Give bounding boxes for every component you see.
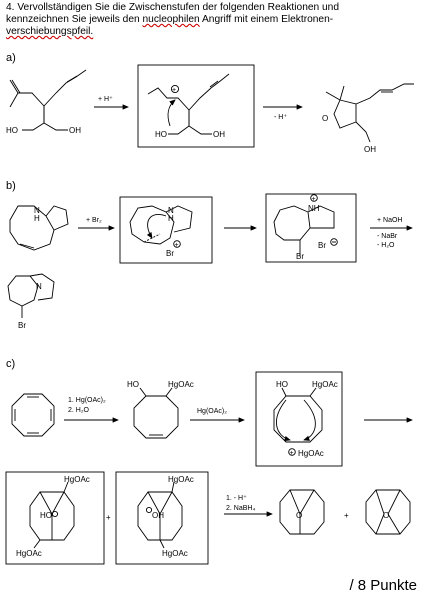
svg-text:O: O [322, 114, 328, 123]
svg-text:HgOAc: HgOAc [168, 380, 194, 389]
intro-line-3: verschiebungspfeil. [6, 26, 94, 37]
c-intermediate-mercurinium: HO HgOAc + HgOAc [273, 380, 338, 458]
b-intermediate-box-2 [265, 193, 357, 263]
svg-text:HgOAc: HgOAc [298, 449, 324, 458]
b-reagent-br2: + Br₂ [86, 217, 102, 224]
svg-text:Br: Br [18, 321, 26, 330]
svg-text:N: N [36, 282, 42, 291]
section-b-label: b) [6, 180, 16, 192]
svg-text:HO: HO [6, 126, 18, 135]
section-c-label: c) [6, 358, 16, 370]
svg-text:+: + [312, 196, 316, 203]
c-product-2: O [365, 489, 411, 535]
a-nucleophilic-arrow [167, 99, 176, 127]
svg-text:OH: OH [213, 130, 225, 139]
svg-text:+: + [290, 450, 294, 457]
task-intro: 4. Vervollständigen Sie die Zwischenstuf… [6, 2, 340, 37]
svg-text:HgOAc: HgOAc [312, 380, 338, 389]
c-intermediate-alcohol: HO HgOAc [127, 380, 194, 439]
a-product: O OH [322, 83, 414, 154]
c-nucleophilic-arrow-1 [276, 399, 291, 442]
svg-text:NH: NH [308, 204, 320, 213]
svg-text:O: O [383, 511, 389, 520]
svg-text:1. Hg(OAc)₂: 1. Hg(OAc)₂ [68, 397, 106, 404]
svg-text:Br: Br [296, 252, 304, 261]
svg-text:Br: Br [318, 241, 326, 250]
svg-text:2. H₂O: 2. H₂O [68, 407, 90, 414]
svg-text:HO: HO [276, 380, 288, 389]
svg-text:H: H [34, 214, 40, 223]
svg-text:OH: OH [364, 145, 376, 154]
svg-text:Hg(OAc)₂: Hg(OAc)₂ [197, 408, 227, 415]
svg-text:+: + [175, 242, 179, 249]
svg-text:O: O [296, 511, 302, 520]
c-intermediate-box-2 [5, 471, 105, 565]
c-plus-1: + [106, 513, 111, 522]
svg-text:HgOAc: HgOAc [168, 475, 194, 484]
intro-line-1: 4. Vervollständigen Sie die Zwischenstuf… [6, 2, 340, 13]
svg-text:Br: Br [166, 249, 174, 258]
score-text: / 8 Punkte [349, 577, 417, 594]
svg-text:HO: HO [155, 130, 167, 139]
b-product: N Br [7, 273, 55, 330]
svg-text:N: N [168, 206, 174, 215]
c-oxonium-2: HgOAc HgOAc OH [137, 475, 194, 558]
svg-text:1. - H⁺: 1. - H⁺ [226, 495, 247, 502]
b-intermediate-2: + NH Br Br [273, 194, 338, 261]
b-nucleophilic-arrow [146, 214, 167, 239]
section-a-label: a) [6, 52, 16, 64]
a-intermediate-box [137, 64, 255, 148]
b-reactant: N H [9, 205, 69, 251]
a-reactant: HO OH [6, 69, 87, 135]
svg-text:N: N [34, 206, 40, 215]
svg-text:HgOAc: HgOAc [162, 549, 188, 558]
svg-text:OH: OH [69, 126, 81, 135]
svg-text:HO: HO [127, 380, 139, 389]
c-nucleophilic-arrow-2 [303, 399, 316, 441]
svg-text:HgOAc: HgOAc [16, 549, 42, 558]
svg-text:2. NaBH₄: 2. NaBH₄ [226, 505, 255, 512]
a-intermediate: + HO OH [147, 73, 230, 139]
svg-text:HO: HO [40, 511, 52, 520]
a-reagent-h: + H⁺ [98, 96, 113, 103]
svg-text:- NaBr: - NaBr [377, 233, 398, 240]
c-cyclooctatetraene [11, 393, 55, 437]
svg-text:HgOAc: HgOAc [64, 475, 90, 484]
c-intermediate-box-3 [115, 471, 209, 565]
svg-text:OH: OH [152, 511, 164, 520]
c-intermediate-box-1 [255, 371, 343, 467]
a-minus-h: - H⁺ [274, 114, 287, 121]
svg-text:+ NaOH: + NaOH [377, 217, 402, 224]
b-intermediate-box-1 [119, 196, 213, 264]
c-product-1: O [279, 489, 325, 535]
svg-text:H: H [168, 214, 174, 223]
b-intermediate-1: N H Br + [129, 205, 193, 258]
svg-text:+: + [172, 87, 176, 94]
nucleophilen-word: nucleophilen [142, 14, 200, 25]
svg-text:- H₂O: - H₂O [377, 242, 395, 249]
c-plus-2: + [344, 511, 349, 520]
c-oxonium-1: HgOAc HgOAc HO [16, 475, 90, 558]
